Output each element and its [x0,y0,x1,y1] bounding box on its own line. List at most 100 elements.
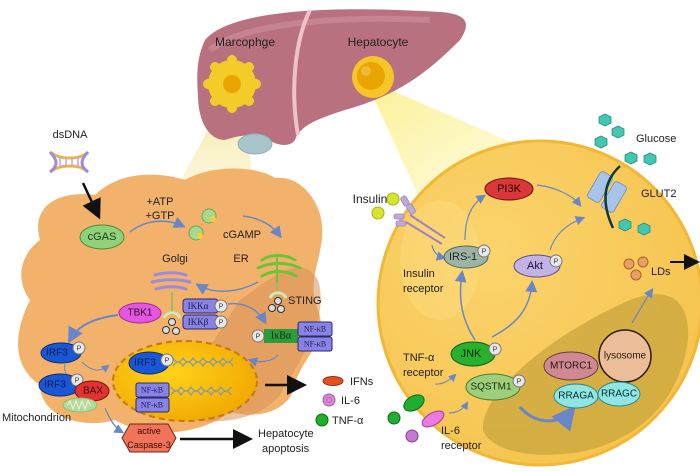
irs1-to-pi3k-arrow [464,194,487,241]
glut2-transporter-icon [587,171,627,213]
nfkb-label: NF-κB [304,340,326,349]
er-label: ER [233,253,248,265]
caspase-line1: active [137,426,161,436]
sqstm1-label: SQSTM1 [470,382,512,393]
jnk-to-akt-arrow [491,280,538,338]
nucleus-nfkb-label: NF-κB [141,401,163,410]
irf3-label: IRF3 [44,380,66,391]
ikba-nfkb-complex: P IκBα NF-κB NF-κB [251,321,333,352]
pi3k-label: PI3K [497,183,522,195]
tnf-receptor-icon [403,394,425,412]
insulin-molecule-icon [386,192,400,206]
dna-strand-icon [170,385,232,397]
legend-il6-label: IL-6 [341,395,360,407]
er-icon [256,254,302,283]
golgi-label: Golgi [162,253,188,265]
glucose-icon [624,151,638,165]
nucleus-nfkb-label: NF-κB [141,386,163,395]
ikka-phospho: P [219,304,224,311]
tnfa-legend-icon [315,413,329,427]
glucose-icon [598,113,612,127]
liver: Marcophge Hepatocyte [197,9,466,155]
gallbladder [237,133,273,155]
cgas-node [79,224,125,250]
macrophage-label: Marcophge [215,35,275,49]
irf3-label: IRF3 [46,348,68,359]
jnk-phospho: P [493,347,498,354]
dsdna-arrow [81,182,101,220]
lysosome-to-lds-arrow [631,288,654,324]
tnfa-molecule-icon [387,411,401,425]
ikba-phospho: P [256,334,261,341]
sqstm1-to-rraga-arrow [518,405,576,432]
caspase-line2: Caspase-3 [127,440,171,450]
pi3k-to-glut2-arrow [536,184,582,207]
lipid-droplets-icon [623,256,649,281]
tnf-receptor-line1: TNF-α [403,352,435,364]
irf3-to-nucleus-arrow [81,361,110,373]
cgas-to-cgamp-arrow [129,216,186,233]
tbk1-label: TBK1 [127,308,152,319]
akt-to-glut2-arrow [549,216,586,251]
ikkb-label: IKKβ [188,317,209,327]
il6-receptor-line1: IL-6 [441,425,460,437]
golgi-sting-icon [162,311,182,335]
glucose-molecules [594,113,657,236]
rragc-node [597,381,641,407]
irs1-label: IRS-1 [449,251,477,263]
dna-strand-icon [172,356,234,368]
glucose-icon [611,125,625,139]
dsdna-icon [48,150,90,174]
hepatocyte-label: Hepatocyte [348,35,409,49]
liver-macrophage-icon [203,55,261,113]
insulin-label: Insulin [353,192,388,206]
irf3-bax-phospho: P [75,378,80,385]
lds-label: LDs [651,266,671,278]
sqstm1-phospho: P [517,379,522,386]
glucose-uptake-arrow [604,165,621,229]
rraga-label: RRAGA [558,391,594,402]
cgamp-label: cGAMP [223,229,261,241]
nucleus-irf3-label: IRF3 [134,358,156,369]
ifns-legend-icon [322,376,344,386]
ikk-complex: IKKα P IKKβ P [182,298,228,330]
mitochondrion-icon [62,397,98,413]
hepatocyte-cell: Insulin Insulin receptor IRS-1 P PI3K Ak… [353,113,700,467]
tbk1-node [118,302,162,324]
lysosome-label: lysosome [604,351,647,362]
sting-icon [268,291,288,313]
glucose-icon [643,152,657,166]
il6-receptor-icon [421,410,445,428]
legend-ifns-label: IFNs [350,376,374,388]
nucleus-irf3-phospho: P [165,358,170,365]
irs1-node [443,245,489,269]
nfkb-to-nucleus-arrow [247,354,279,367]
sting-label: STING [288,295,322,307]
il6-receptor-line2: receptor [441,440,482,452]
er-to-golgi-arrow [195,281,259,295]
insulin-receptor-icon [393,195,446,245]
rragc-label: RRAGC [601,389,637,400]
liver-hepatocyte-icon [352,56,394,98]
glucose-icon [637,222,651,236]
mitochondrion-label: Mitochondrion [2,412,71,424]
cytokine-legend: IFNs IL-6 TNF-α [315,376,374,427]
ikkb-phospho: P [219,320,224,327]
jnk-to-irs1-arrow [454,270,476,341]
atp-label: +ATP [146,196,173,208]
jnk-label: JNK [461,348,482,360]
tbk1-to-irf3-arrow [68,314,119,344]
liver-body [197,9,466,145]
falciform-ligament [292,9,312,136]
akt-phospho: P [554,259,559,266]
dsdna-label: dsDNA [53,129,89,141]
il6-legend-icon [322,393,336,407]
irf3-phospho-icon [72,341,86,355]
cgamp-to-er-arrow [242,215,282,239]
ikk-to-ikba-arrow [227,302,267,325]
il6-molecule-icon [405,429,419,443]
akt-label: Akt [527,260,543,272]
irf3-phospho: P [77,346,82,353]
glucose-icon [594,135,608,149]
